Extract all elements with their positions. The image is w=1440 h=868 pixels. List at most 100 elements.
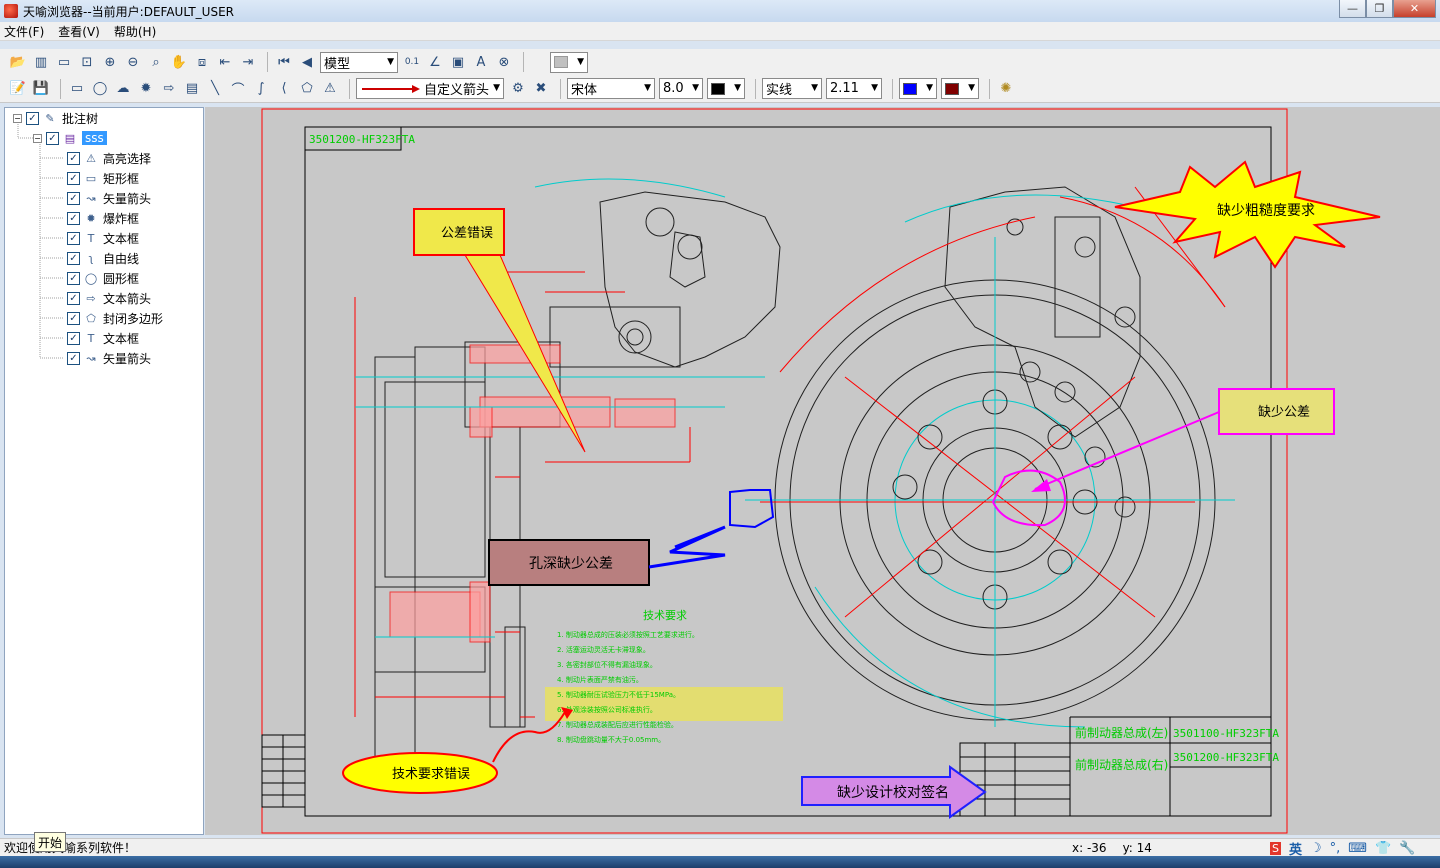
tree-item-checkbox[interactable]: ✓ xyxy=(67,351,80,365)
image-icon[interactable]: ▣ xyxy=(451,54,465,70)
polygon-icon: ⬠ xyxy=(86,311,96,325)
menu-file[interactable]: 文件(F) xyxy=(4,24,45,39)
tree-item[interactable]: ✓↝矢量箭头 xyxy=(67,348,151,368)
tree-root-checkbox[interactable]: ✓ xyxy=(26,111,39,125)
fit-page-icon[interactable]: ⧈ xyxy=(197,54,207,70)
window-icon[interactable]: ▭ xyxy=(57,54,71,70)
zoom-window-icon[interactable]: ⊡ xyxy=(81,54,93,70)
line-width-select[interactable]: 2.11 ▼ xyxy=(826,78,882,99)
text-color-select[interactable]: ▼ xyxy=(707,78,745,99)
next-view-icon[interactable]: ⇥ xyxy=(242,54,254,70)
tree-item-checkbox[interactable]: ✓ xyxy=(67,331,80,345)
line-color-swatch xyxy=(903,82,917,95)
tree-item[interactable]: ✓↝矢量箭头 xyxy=(67,188,151,208)
zoom-out-icon[interactable]: ⊖ xyxy=(127,54,139,70)
tree-item-checkbox[interactable]: ✓ xyxy=(67,211,80,225)
font-size-select[interactable]: 8.0 ▼ xyxy=(659,78,703,99)
tree-item[interactable]: ✓▭矩形框 xyxy=(67,168,139,188)
cad-drawing: 3501200-HF323FTA xyxy=(261,108,1381,834)
measure-icon[interactable]: 0.1 xyxy=(404,57,420,67)
top-color-select[interactable]: ▼ xyxy=(550,51,588,73)
polygon-tool-icon[interactable]: ⬠ xyxy=(301,81,313,96)
polyline-tool-icon[interactable]: ⟨ xyxy=(281,81,287,96)
moon-icon[interactable]: ☽ xyxy=(1310,840,1322,856)
vector-arrow-icon: ↝ xyxy=(86,191,96,205)
angle-icon[interactable]: ∠ xyxy=(429,54,441,70)
punct-icon[interactable]: °, xyxy=(1329,840,1341,856)
tree-item-checkbox[interactable]: ✓ xyxy=(67,291,80,305)
tech-line: 5. 制动器耐压试验压力不低于15MPa。 xyxy=(557,690,680,699)
tree-item-label: 文本框 xyxy=(103,331,140,346)
drawing-canvas[interactable]: 3501200-HF323FTA xyxy=(205,107,1440,835)
tree-item[interactable]: ✓⇨文本箭头 xyxy=(67,288,151,308)
tree-item-checkbox[interactable]: ✓ xyxy=(67,191,80,205)
textbox-tool-icon[interactable]: ▤ xyxy=(185,81,199,96)
ellipse-icon[interactable]: ◯ xyxy=(92,81,108,96)
edit-note-icon[interactable]: 📝 xyxy=(9,81,27,96)
collapse-icon[interactable]: − xyxy=(33,133,42,143)
skin-icon[interactable]: 👕 xyxy=(1375,840,1392,856)
text-icon[interactable]: A xyxy=(476,54,486,70)
save-icon[interactable]: 💾 xyxy=(32,81,50,96)
tree-item[interactable]: ✓✹爆炸框 xyxy=(67,208,139,228)
chevron-down-icon: ▼ xyxy=(811,83,818,93)
burst-tool-icon[interactable]: ✹ xyxy=(140,81,152,96)
menu-help[interactable]: 帮助(H) xyxy=(113,24,157,39)
ime-language[interactable]: 英 xyxy=(1288,842,1302,858)
restore-button[interactable]: ❐ xyxy=(1366,0,1393,18)
properties-icon[interactable]: ⚙ xyxy=(512,81,524,96)
collapse-icon[interactable]: − xyxy=(13,113,22,123)
arrow-tool-icon[interactable]: ⇨ xyxy=(163,81,175,96)
tree-item-checkbox[interactable]: ✓ xyxy=(67,171,80,185)
highlight-tool-icon[interactable]: ⚠ xyxy=(324,81,336,96)
zoom-dynamic-icon[interactable]: ⌕ xyxy=(152,54,160,70)
tree-item[interactable]: ✓◯圆形框 xyxy=(67,268,139,288)
missing-tolerance-box xyxy=(1218,388,1335,435)
view-mode-select[interactable]: 模型 ▼ xyxy=(320,51,398,73)
close-button[interactable]: ✕ xyxy=(1393,0,1436,18)
tree-item-checkbox[interactable]: ✓ xyxy=(67,271,80,285)
keyboard-icon[interactable]: ⌨ xyxy=(1348,840,1368,856)
pan-hand-icon[interactable]: ✋ xyxy=(170,54,188,70)
cancel-icon[interactable]: ⊗ xyxy=(498,54,510,70)
menu-view[interactable]: 查看(V) xyxy=(58,24,100,39)
highlight-icon: ⚠ xyxy=(86,151,96,165)
fill-color-select[interactable]: ▼ xyxy=(941,78,979,99)
arrow-style-select[interactable]: 自定义箭头 ▼ xyxy=(356,78,504,99)
tree-item[interactable]: ✓⚠高亮选择 xyxy=(67,148,151,168)
line-tool-icon[interactable]: ╲ xyxy=(211,81,219,96)
tree-node-checkbox[interactable]: ✓ xyxy=(46,131,59,145)
settings-gear-icon[interactable]: ✺ xyxy=(1000,81,1012,96)
font-name-select[interactable]: 宋体 ▼ xyxy=(567,78,655,99)
first-page-icon[interactable]: ⏮ xyxy=(278,54,290,70)
text-arrow-icon: ⇨ xyxy=(86,291,96,305)
tree-item-checkbox[interactable]: ✓ xyxy=(67,231,80,245)
callout-rect-icon[interactable]: ▭ xyxy=(70,81,84,96)
tree-item-checkbox[interactable]: ✓ xyxy=(67,151,80,165)
line-style-select[interactable]: 实线 ▼ xyxy=(762,78,822,99)
tree-item[interactable]: ✓⬠封闭多边形 xyxy=(67,308,163,328)
delete-annotation-icon[interactable]: ✖ xyxy=(535,81,547,96)
freeline-tool-icon[interactable]: ∫ xyxy=(257,81,265,96)
tree-node-sss[interactable]: − ✓ ▤ sss xyxy=(33,128,107,148)
panel-toggle-icon[interactable]: ▥ xyxy=(34,54,48,70)
tools-icon[interactable]: 🔧 xyxy=(1399,840,1416,856)
arc-tool-icon[interactable]: ⌒ xyxy=(231,83,245,98)
hatched-sections xyxy=(389,344,676,643)
tech-error-ellipse xyxy=(342,752,498,794)
open-folder-icon[interactable]: 📂 xyxy=(9,54,27,70)
zoom-in-icon[interactable]: ⊕ xyxy=(104,54,116,70)
previous-view-icon[interactable]: ⇤ xyxy=(219,54,231,70)
text-color-swatch xyxy=(711,82,725,95)
tree-item-checkbox[interactable]: ✓ xyxy=(67,311,80,325)
sogou-icon[interactable]: S xyxy=(1270,841,1281,855)
cloud-icon[interactable]: ☁ xyxy=(116,81,130,96)
tree-root[interactable]: − ✓ ✎ 批注树 xyxy=(13,108,98,128)
tree-item-checkbox[interactable]: ✓ xyxy=(67,251,80,265)
minimize-button[interactable]: — xyxy=(1339,0,1366,18)
line-color-select[interactable]: ▼ xyxy=(899,78,937,99)
prev-page-icon[interactable]: ◀ xyxy=(302,54,312,70)
